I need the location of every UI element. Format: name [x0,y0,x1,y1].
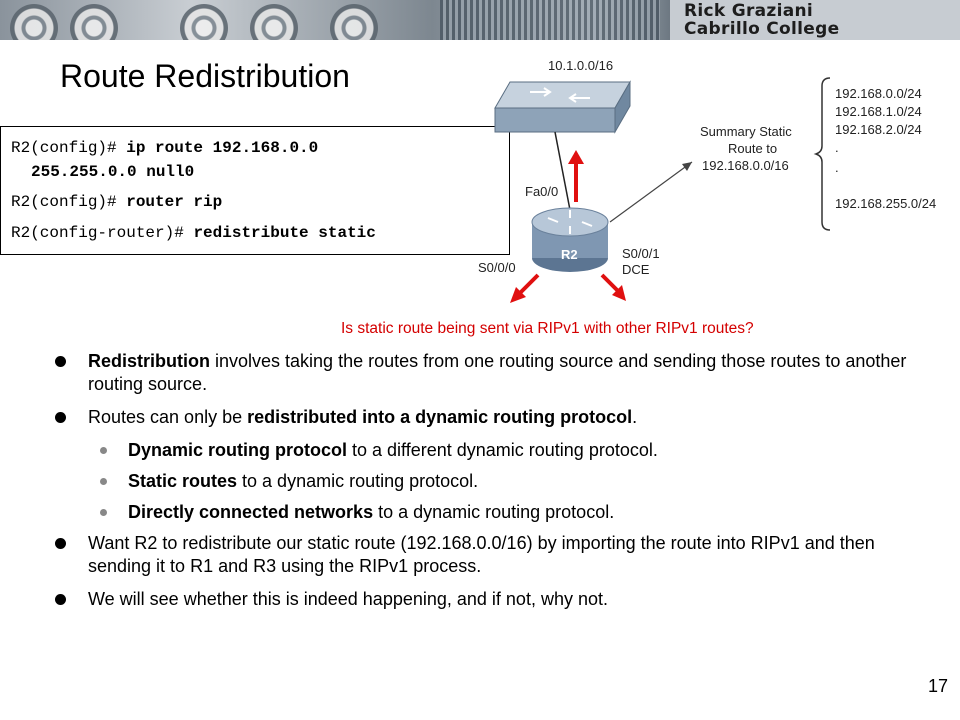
command-line: 255.255.0.0 null0 [11,163,194,181]
interface-label: Fa0/0 [525,184,559,199]
command: redistribute static [193,224,376,242]
cd-disc-icon [10,4,58,40]
bold-text: Directly connected networks [128,502,374,522]
list-item: Want R2 to redistribute our static route… [55,532,915,578]
text: . [632,407,638,427]
bullet-icon [55,356,66,367]
route-item: 192.168.1.0/24 [835,104,922,119]
brand-name: Rick Graziani [684,1,814,21]
text: Want R2 to redistribute our static route… [88,533,875,576]
summary-label: 192.168.0.0/16 [702,158,789,173]
header-banner: Rick Graziani Cabrillo College [0,0,960,40]
link-line [609,161,693,223]
route-item: 192.168.0.0/24 [835,86,922,101]
command: 255.255.0.0 null0 [31,163,195,181]
route-item: 192.168.255.0/24 [835,196,937,211]
sub-list-item: Static routes to a dynamic routing proto… [55,470,915,493]
route-item: . [835,160,839,175]
list-item: Routes can only be redistributed into a … [55,406,915,429]
route-item: 192.168.2.0/24 [835,122,922,137]
command-line: R2(config)# router rip [11,193,222,211]
prompt: R2(config)# [11,193,127,211]
router-icon [531,207,609,272]
prompt: R2(config-router)# [11,224,194,242]
summary-label: Summary Static [700,124,792,139]
red-arrow-down-right [600,273,626,301]
bullet-icon [55,594,66,605]
bold-text: Static routes [128,471,238,491]
brand-college: Cabrillo College [684,19,840,39]
text: to a different dynamic routing protocol. [347,440,658,460]
text: to a dynamic routing protocol. [237,471,479,491]
brand-box: Rick Graziani Cabrillo College [670,0,960,40]
sub-bullet-icon [100,447,107,454]
bold-text: Redistribution [88,351,210,371]
bullet-list: Redistribution involves taking the route… [55,350,915,621]
router-label: R2 [561,247,578,262]
command: router rip [126,193,223,211]
network-label: 10.1.0.0/16 [548,58,614,73]
command: ip route 192.168.0.0 [126,139,319,157]
list-item: We will see whether this is indeed happe… [55,588,915,611]
brace [813,77,831,231]
arrowhead [682,162,692,171]
red-arrow-up [568,150,584,202]
command-box: R2(config)# ip route 192.168.0.0 255.255… [0,126,510,255]
page-number: 17 [927,676,948,696]
switch-icon [494,80,631,134]
bullet-icon [55,412,66,423]
page-title: Route Redistribution [60,58,350,94]
text: Routes can only be [88,407,248,427]
cable-stripes [440,0,660,40]
text: to a dynamic routing protocol. [373,502,615,522]
red-arrow-down-left [510,273,540,303]
cd-disc-icon [70,4,118,40]
command-line: R2(config-router)# redistribute static [11,224,376,242]
bold-text: redistributed into a dynamic routing pro… [247,407,633,427]
interface-label: S0/0/1 [622,246,660,261]
cd-disc-icon [180,4,228,40]
sub-list-item: Dynamic routing protocol to a different … [55,439,915,462]
dce-label: DCE [622,262,650,277]
bullet-icon [55,538,66,549]
sub-bullet-icon [100,509,107,516]
prompt: R2(config)# [11,139,127,157]
text: involves taking the routes from one rout… [88,351,907,394]
cd-disc-icon [250,4,298,40]
bold-text: Dynamic routing protocol [128,440,348,460]
sub-list-item: Directly connected networks to a dynamic… [55,501,915,524]
list-item: Redistribution involves taking the route… [55,350,915,396]
summary-label: Route to [728,141,778,156]
sub-bullet-icon [100,478,107,485]
network-diagram: 10.1.0.0/16 Fa0/0 R2 S0/0/0 S0/0/1 DCE S… [470,50,960,335]
cd-disc-icon [330,4,378,40]
link-line [554,131,571,211]
question-text: Is static route being sent via RIPv1 wit… [341,320,754,337]
route-item: . [835,140,839,155]
command-line: R2(config)# ip route 192.168.0.0 [11,139,318,157]
interface-label: S0/0/0 [478,260,516,275]
text: We will see whether this is indeed happe… [88,589,608,609]
